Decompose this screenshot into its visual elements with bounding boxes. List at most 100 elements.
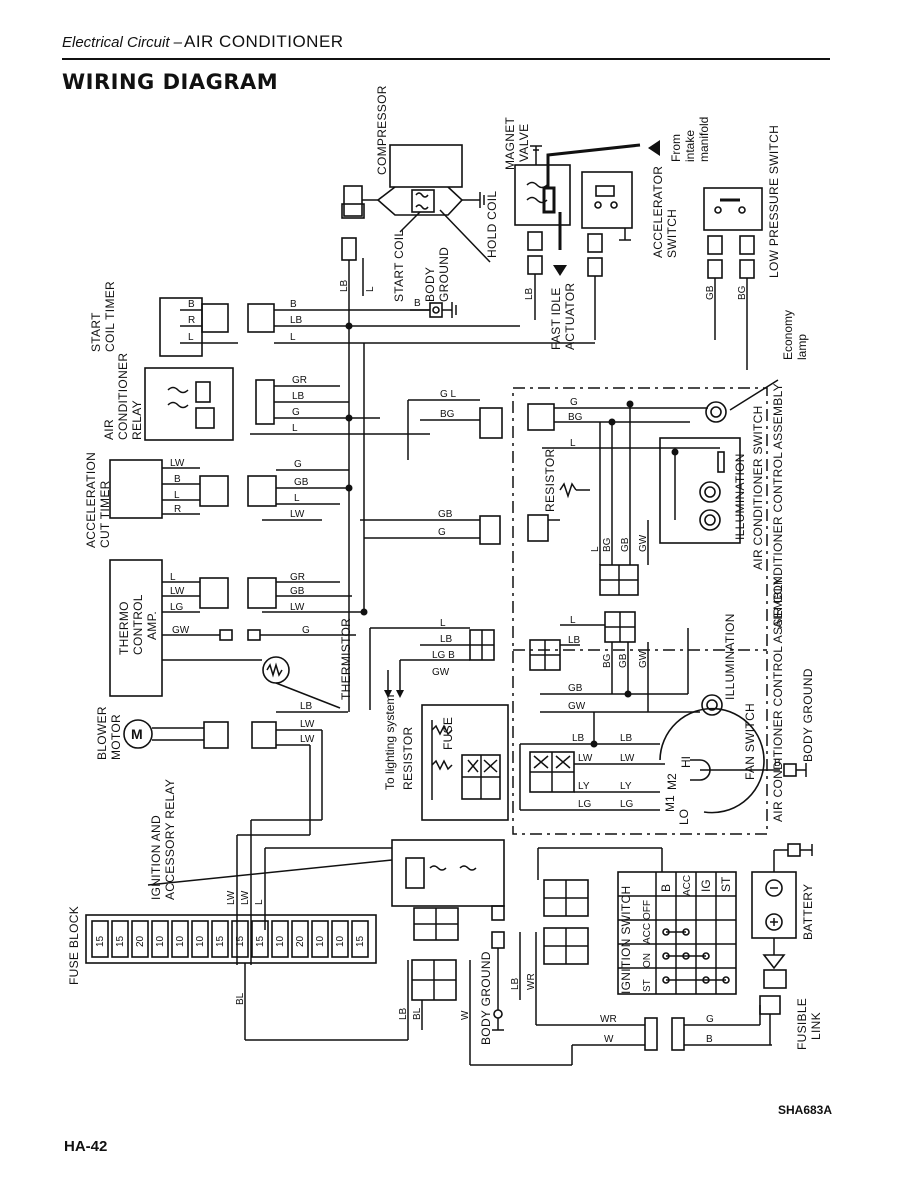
svg-text:R: R [188, 315, 195, 326]
svg-text:BL: BL [235, 992, 246, 1005]
svg-text:GW: GW [432, 667, 450, 678]
fuse-rating: 10 [175, 935, 186, 947]
hold-coil-label: HOLD COIL [485, 191, 499, 258]
ign-col-st: ST [719, 876, 733, 892]
thermo-amp-label-1: THERMO [117, 601, 131, 655]
svg-text:GR: GR [290, 572, 305, 583]
fuse-cell [291, 920, 309, 958]
start-coil-timer [159, 297, 595, 357]
svg-text:M: M [131, 726, 143, 742]
blower-motor: M [123, 711, 348, 749]
fuse-rating: 20 [295, 935, 306, 947]
economy-lamp-label-1: Economy [781, 310, 795, 360]
illumination-label-bottom: ILLUMINATION [723, 613, 737, 700]
svg-text:LW: LW [300, 719, 315, 730]
svg-text:LG: LG [170, 602, 184, 613]
svg-text:LY: LY [620, 781, 632, 792]
resistor-label-center: RESISTOR [401, 726, 415, 790]
svg-text:B: B [290, 299, 297, 310]
fuse-rating: 10 [195, 935, 206, 947]
svg-text:LW: LW [620, 753, 635, 764]
fuse-cell [271, 920, 289, 958]
ign-row-on: ON [642, 953, 653, 968]
svg-text:G: G [294, 459, 302, 470]
magnet-valve-label-1: MAGNET [503, 116, 517, 170]
ignition-switch [617, 871, 737, 995]
page-header: Electrical Circuit – AIR CONDITIONER [62, 30, 830, 60]
section-label: Electrical Circuit – [62, 34, 183, 51]
svg-text:LW: LW [290, 509, 305, 520]
body-ground-label-top-2: GROUND [437, 247, 451, 302]
svg-text:L: L [170, 572, 176, 583]
svg-text:GW: GW [638, 650, 649, 668]
svg-text:BG: BG [602, 537, 613, 552]
svg-text:L: L [440, 618, 446, 629]
svg-text:WR: WR [526, 973, 537, 990]
svg-text:L: L [188, 332, 194, 343]
fuse-cell [351, 920, 369, 958]
ignition-relay-label-1: IGNITION AND [149, 815, 163, 900]
ac-control-assembly-label-bottom: AIR CONDITIONER CONTROL ASSEMBLY [771, 577, 785, 822]
fuse-rating: 10 [275, 935, 286, 947]
fuse-cell [231, 920, 249, 958]
svg-text:LW: LW [578, 753, 593, 764]
ignition-relay-label-2: ACCESSORY RELAY [163, 779, 177, 900]
svg-text:B: B [174, 474, 181, 485]
svg-text:WR: WR [600, 1014, 617, 1025]
fusible-link-label-1: FUSIBLE [795, 998, 809, 1050]
svg-text:LW: LW [170, 458, 185, 469]
ac-control-assembly-label-top: AIR CONDITIONER CONTROL ASSEMBLY [771, 383, 785, 628]
ign-col-b: B [659, 884, 673, 892]
low-pressure-switch-label: LOW PRESSURE SWITCH [767, 125, 781, 278]
fuse-label: FUSE [441, 717, 455, 750]
fuse-rating: 15 [115, 935, 126, 947]
accelerator-switch [581, 171, 633, 340]
ign-row-st: ST [642, 979, 653, 992]
thermistor-label: THERMISTOR [339, 618, 353, 700]
from-intake-label-3: manifold [697, 117, 711, 162]
svg-text:LB: LB [440, 634, 453, 645]
fast-idle-label-2: ACTUATOR [563, 283, 577, 350]
fuse-rating: 10 [155, 935, 166, 947]
thermo-amp-label-2: CONTROL [131, 594, 145, 655]
svg-text:L: L [254, 899, 265, 905]
svg-text:G: G [292, 407, 300, 418]
svg-text:W: W [460, 1010, 471, 1020]
svg-text:G: G [438, 527, 446, 538]
accel-cut-timer-label-1: ACCELERATION [84, 452, 98, 548]
ign-col-acc: ACC [682, 875, 693, 896]
svg-text:G: G [570, 397, 578, 408]
fuse-block-label: FUSE BLOCK [67, 906, 81, 985]
svg-text:L: L [174, 490, 180, 501]
svg-text:LW: LW [240, 890, 251, 905]
svg-text:LW: LW [290, 602, 305, 613]
fan-switch-label: FAN SWITCH [743, 703, 757, 780]
body-ground-label-bottom-1: BODY GROUND [479, 951, 493, 1045]
fuse-rating: 10 [335, 935, 346, 947]
body-ground-label-right: BODY GROUND [801, 668, 815, 762]
svg-text:LB: LB [510, 977, 521, 990]
svg-text:LG: LG [578, 799, 592, 810]
svg-text:LB: LB [398, 1007, 409, 1020]
svg-text:G L: G L [440, 389, 457, 400]
fuse-rating: 20 [135, 935, 146, 947]
accel-switch-label-2: SWITCH [665, 209, 679, 258]
svg-text:B: B [188, 299, 195, 310]
page-number: HA-42 [64, 1138, 108, 1155]
svg-text:W: W [604, 1034, 614, 1045]
svg-text:LB: LB [568, 635, 581, 646]
fuse-rating: 10 [315, 935, 326, 947]
svg-text:GB: GB [438, 509, 453, 520]
svg-text:BG: BG [440, 409, 455, 420]
to-lighting-label: To lighting system [383, 695, 397, 790]
low-pressure-switch [703, 187, 763, 370]
figure-code: SHA683A [778, 1103, 833, 1117]
thermo-control-amp [109, 559, 364, 709]
svg-text:L: L [290, 332, 296, 343]
ign-col-ig: IG [699, 879, 713, 892]
blower-resistor [421, 704, 509, 821]
fuse-cell [111, 920, 129, 958]
ac-control-assembly-boundary [512, 387, 768, 835]
